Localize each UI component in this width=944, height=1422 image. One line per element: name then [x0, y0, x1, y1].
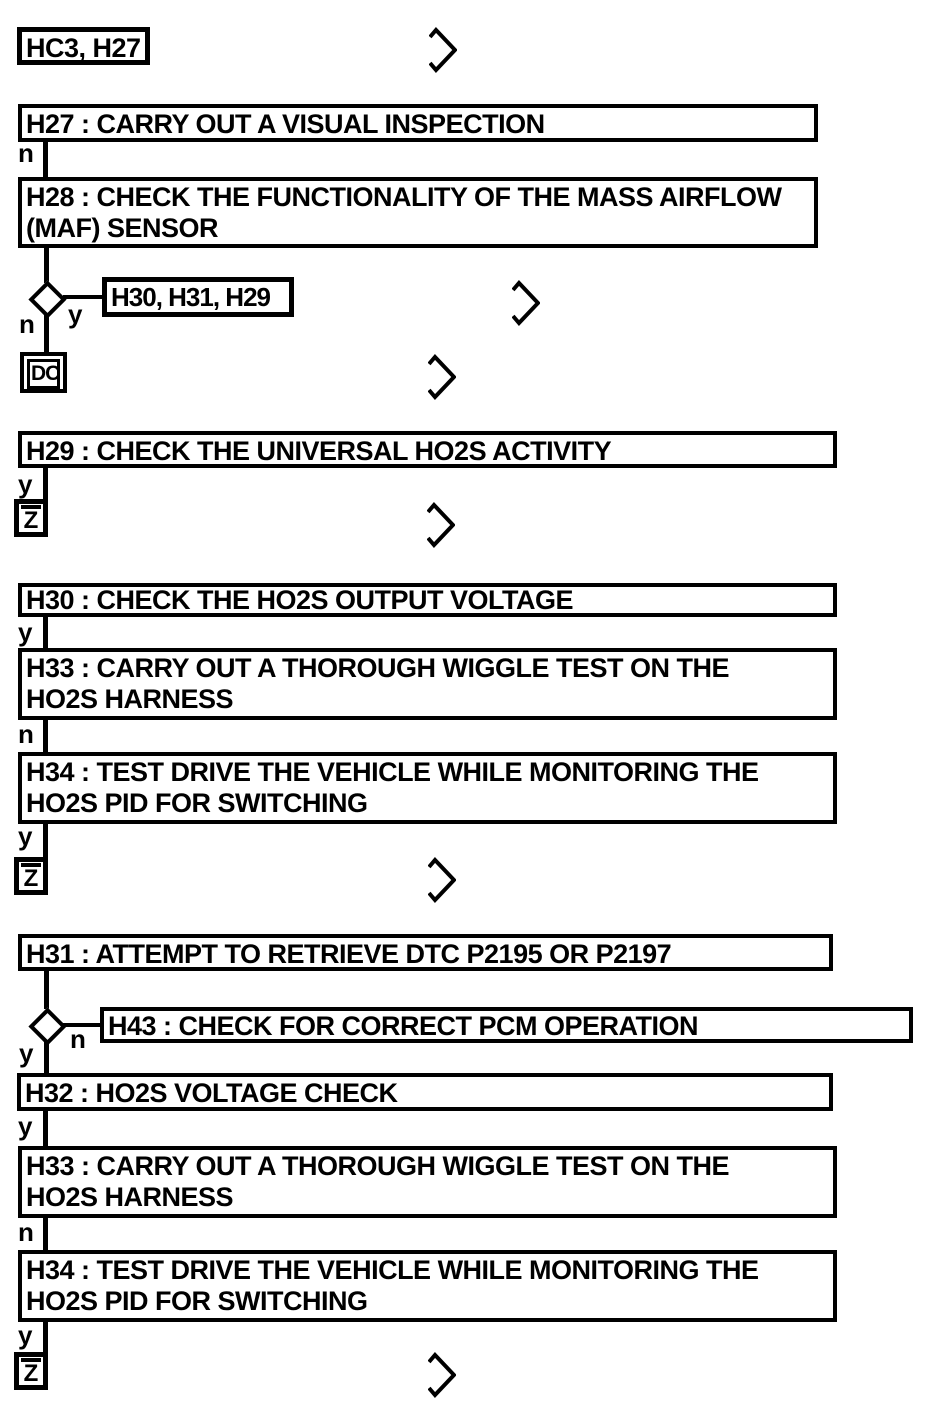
dc-link-box[interactable]: DC: [20, 352, 67, 393]
connector-h34-z: [43, 823, 48, 859]
step-box-h34[interactable]: H34 : TEST DRIVE THE VEHICLE WHILE MONIT…: [18, 752, 837, 824]
branch-label-yes: y: [68, 299, 83, 329]
connector-diamond-h43: [63, 1023, 102, 1027]
step-text-line2: HO2S HARNESS: [26, 1182, 234, 1212]
connector-h32-h33: [43, 1110, 48, 1147]
z-link-label: Z: [21, 505, 41, 533]
jump-link-box[interactable]: H30, H31, H29: [102, 277, 294, 317]
branch-label-yes: y: [18, 821, 33, 851]
step-box-h32[interactable]: H32 : HO2S VOLTAGE CHECK: [17, 1073, 833, 1111]
continuation-chevron-icon: [428, 27, 458, 78]
z-link-label: Z: [21, 1358, 41, 1386]
connector-diamond-dc: [44, 315, 49, 353]
connector-h30-h33: [43, 616, 48, 649]
step-text-line1: H28 : CHECK THE FUNCTIONALITY OF THE MAS…: [26, 182, 782, 212]
step-text-line2: (MAF) SENSOR: [26, 213, 219, 243]
branch-label-no: n: [18, 1217, 34, 1247]
continuation-chevron-icon: [427, 1352, 457, 1403]
continuation-chevron-icon: [427, 857, 457, 908]
step-box-h28[interactable]: H28 : CHECK THE FUNCTIONALITY OF THE MAS…: [18, 177, 818, 248]
step-box-h33[interactable]: H33 : CARRY OUT A THOROUGH WIGGLE TEST O…: [18, 1146, 837, 1218]
branch-label-yes: y: [18, 1320, 33, 1350]
step-text-line2: HO2S HARNESS: [26, 684, 234, 714]
step-text-line2: HO2S PID FOR SWITCHING: [26, 1286, 368, 1316]
branch-label-no: n: [18, 138, 34, 168]
step-box-h43[interactable]: H43 : CHECK FOR CORRECT PCM OPERATION: [100, 1007, 913, 1043]
z-link-box[interactable]: Z: [14, 1352, 48, 1390]
branch-label-no: n: [18, 719, 34, 749]
branch-label-yes: y: [18, 1111, 33, 1141]
branch-label-no: n: [70, 1024, 86, 1054]
continuation-chevron-icon: [511, 280, 541, 331]
step-text-line1: H34 : TEST DRIVE THE VEHICLE WHILE MONIT…: [26, 1255, 759, 1285]
branch-label-no: n: [19, 309, 35, 339]
connector-diamond-jumplink: [63, 295, 105, 299]
branch-label-yes: y: [18, 617, 33, 647]
connector-h28-diamond: [44, 247, 49, 283]
step-box-h30[interactable]: H30 : CHECK THE HO2S OUTPUT VOLTAGE: [18, 583, 837, 617]
continuation-chevron-icon: [426, 502, 456, 553]
connector-h34-z: [43, 1321, 48, 1353]
z-link-label: Z: [21, 863, 41, 891]
decision-diamond-h31: [28, 1007, 67, 1046]
z-link-box[interactable]: Z: [14, 857, 48, 895]
connector-diamond-h32: [44, 1042, 49, 1074]
connector-h31-diamond: [44, 970, 49, 1009]
step-box-h31[interactable]: H31 : ATTEMPT TO RETRIEVE DTC P2195 OR P…: [18, 934, 833, 971]
step-text-line1: H33 : CARRY OUT A THOROUGH WIGGLE TEST O…: [26, 1151, 730, 1181]
branch-label-yes: y: [19, 1038, 34, 1068]
connector-h33-h34: [43, 1217, 48, 1251]
step-text-line2: HO2S PID FOR SWITCHING: [26, 788, 368, 818]
step-text-line1: H33 : CARRY OUT A THOROUGH WIGGLE TEST O…: [26, 653, 730, 683]
step-box-h29[interactable]: H29 : CHECK THE UNIVERSAL HO2S ACTIVITY: [18, 431, 837, 468]
step-box-h27[interactable]: H27 : CARRY OUT A VISUAL INSPECTION: [18, 104, 818, 142]
step-box-h33[interactable]: H33 : CARRY OUT A THOROUGH WIGGLE TEST O…: [18, 648, 837, 720]
z-link-box[interactable]: Z: [14, 499, 48, 537]
dc-link-label: DC: [27, 359, 60, 389]
connector-h29-z: [43, 467, 48, 503]
step-box-h34[interactable]: H34 : TEST DRIVE THE VEHICLE WHILE MONIT…: [18, 1250, 837, 1322]
connector-h33-h34: [43, 719, 48, 753]
step-text-line1: H34 : TEST DRIVE THE VEHICLE WHILE MONIT…: [26, 757, 759, 787]
connector-h27-h28: [43, 141, 48, 178]
entry-link-box[interactable]: HC3, H27: [17, 27, 150, 65]
branch-label-yes: y: [18, 469, 33, 499]
continuation-chevron-icon: [427, 354, 457, 405]
